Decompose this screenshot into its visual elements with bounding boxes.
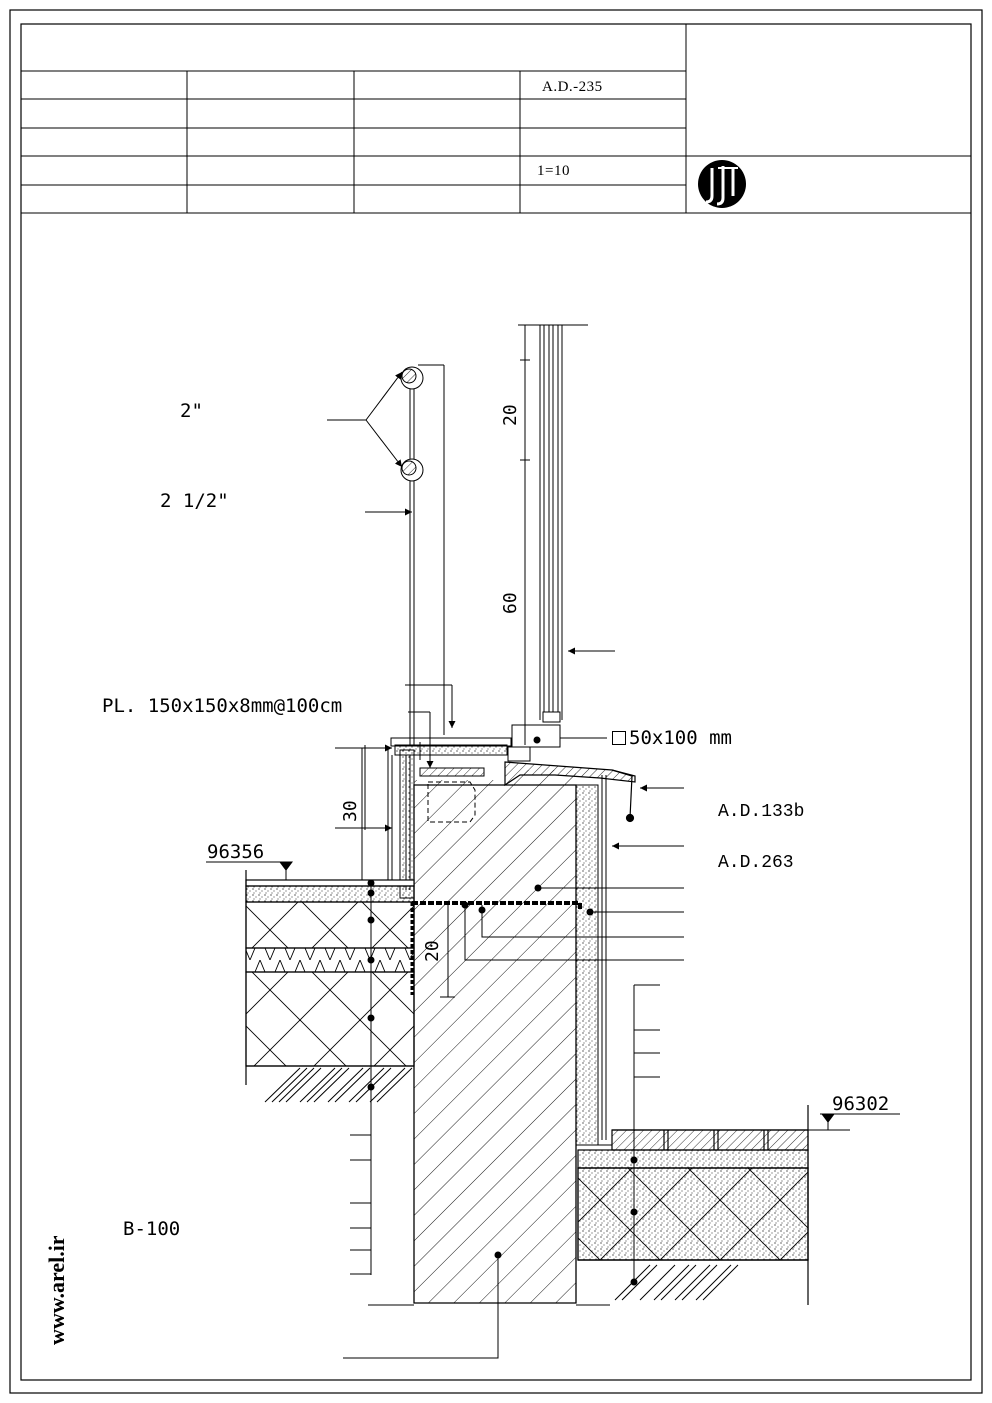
plate-label: PL. 150x150x8mm@100cm (102, 695, 343, 717)
dimension-30: 30 (340, 800, 361, 822)
membrane (412, 901, 582, 910)
parapet-insulation (575, 775, 612, 1146)
title-block (21, 24, 971, 214)
dimension-lines (335, 325, 530, 998)
pipe-size-bottom-label: 2 1/2" (160, 490, 229, 512)
logo (698, 160, 746, 208)
pipe-leaders (327, 371, 412, 516)
pipe-size-top-label: 2" (180, 400, 203, 422)
left-parapet (361, 737, 512, 899)
right-floor-slab (577, 1105, 809, 1305)
inner-border (20, 23, 972, 1381)
section-size-text: 50x100 mm (629, 727, 732, 749)
glazing-frame (507, 324, 588, 762)
left-leader-column (350, 879, 610, 1306)
dimension-20-bottom: 20 (422, 940, 443, 962)
block-label: B-100 (123, 1218, 181, 1240)
concrete-wall (413, 770, 577, 1304)
ground-left (264, 1067, 413, 1103)
drawing-code: A.D.-235 (542, 79, 603, 95)
callout-leaders (405, 647, 684, 961)
reference-b-label: A.D.263 (718, 853, 794, 873)
coping (504, 761, 636, 823)
dimension-20-top: 20 (500, 404, 521, 426)
outer-border (9, 9, 983, 1394)
level-high-label: 96356 (207, 841, 265, 863)
ground-right (614, 1264, 739, 1301)
section-size-label: 50x100 mm (612, 727, 732, 749)
wall-leader (343, 1251, 502, 1359)
website-text: www.arel.ir (44, 1235, 69, 1345)
right-leader-column (630, 984, 660, 1286)
level-low-label: 96302 (832, 1093, 890, 1115)
handrail (400, 364, 445, 745)
reference-a-label: A.D.133b (718, 802, 805, 822)
drawing-scale: 1=10 (537, 163, 570, 179)
square-section-icon (612, 731, 626, 745)
dimension-60: 60 (500, 592, 521, 614)
left-roof-slab (245, 870, 415, 1085)
level-markers (206, 861, 900, 1131)
